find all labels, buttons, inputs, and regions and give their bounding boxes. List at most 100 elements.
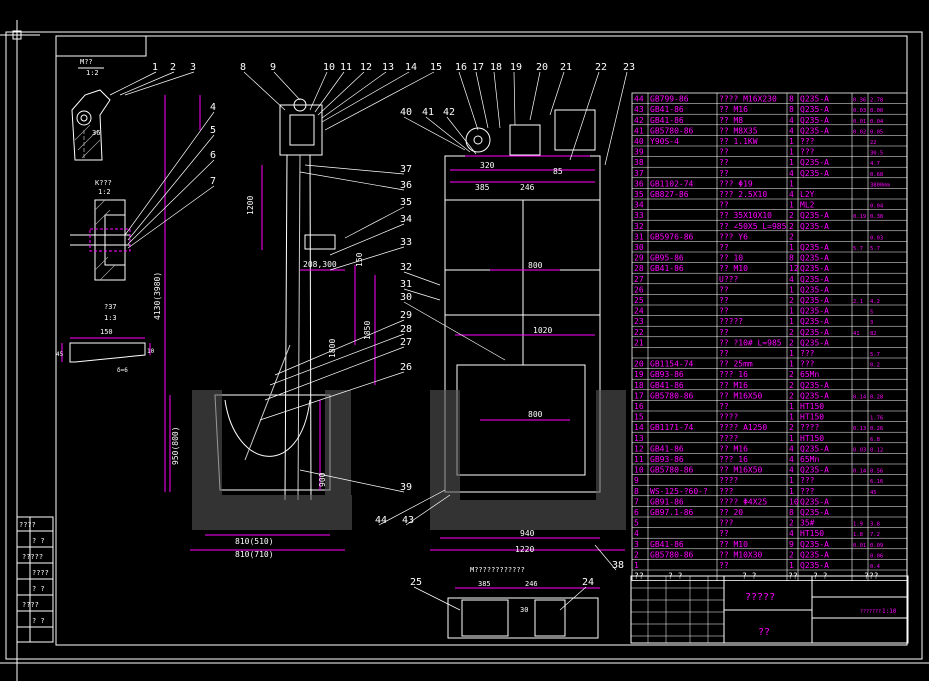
bom-cell: ?? M16: [719, 105, 748, 114]
bom-cell: GB5780-86: [650, 550, 694, 559]
leader-line: [309, 71, 328, 111]
dim-150: 150: [100, 328, 113, 336]
dim-1850: 1850: [363, 321, 372, 340]
bom-cell: GB41-86: [650, 264, 684, 273]
bom-cell: 2: [789, 328, 794, 337]
bom-cell: 1.8: [853, 532, 863, 538]
bom-cell: 1: [789, 413, 794, 422]
bom-cell: ???? A1250: [719, 423, 767, 432]
view-label: M????????????: [470, 566, 525, 574]
leader-lines: [109, 71, 628, 611]
detail-k-highlight: [89, 228, 131, 252]
bom-cell: HT150: [800, 413, 824, 422]
bom-cell: 1: [789, 285, 794, 294]
bom-cell: Q235-A: [800, 296, 829, 305]
leader-line: [259, 371, 405, 421]
part-number-label: 4: [210, 102, 216, 113]
bom-cell: 12: [789, 264, 799, 273]
bom-cell: ?? M16: [719, 381, 748, 390]
leader-line: [329, 223, 405, 256]
bom-cell: ??: [719, 307, 729, 316]
bom-cell: 8: [789, 95, 794, 104]
bom-cell: 2: [789, 381, 794, 390]
bom-cell: 5.7: [870, 246, 880, 252]
bom-cell: ?? M16X50: [719, 466, 763, 475]
detail-view-k: [70, 199, 130, 281]
part-number-label: 20: [536, 62, 548, 73]
bom-cell: Q235-A: [800, 243, 829, 252]
part-number-label: 40: [400, 107, 412, 118]
bom-cell: Q235-A: [800, 561, 829, 570]
bom-cell: 0.04: [870, 119, 884, 125]
bom-cell: 37: [634, 169, 644, 178]
bom-cell: 2: [789, 211, 794, 220]
bom-cell: 7: [634, 497, 639, 506]
bom-cell: 1: [789, 349, 794, 358]
bom-cell: GB41-86: [650, 116, 684, 125]
bom-cell: 14: [634, 423, 644, 432]
part-number-label: 25: [410, 577, 422, 588]
bom-cell: 1.76: [870, 416, 883, 422]
dim-1020: 1020: [533, 326, 552, 335]
bom-cell: 0.2: [870, 363, 880, 369]
bom-cell: 4.7: [870, 161, 880, 167]
part-number-label: 31: [400, 279, 412, 290]
bom-cell: ??: [719, 158, 729, 167]
bom-cell: 45: [870, 490, 877, 496]
detail-view-m-hatch: [74, 124, 101, 159]
bom-cell: 0.56: [870, 469, 883, 475]
dim-810b: 810(710): [235, 550, 274, 559]
leader-line: [274, 319, 405, 376]
part-number-label: 19: [510, 62, 522, 73]
bom-cell: ?? M8X35: [719, 126, 758, 135]
bom-cell: Q235-A: [800, 211, 829, 220]
bom-cell: 5.7: [870, 352, 880, 358]
bom-cell: 2.1: [853, 299, 863, 305]
bom-cell: ??: [719, 169, 729, 178]
bom-cell: 0.14: [853, 394, 867, 400]
bom-cell: 19: [634, 370, 644, 379]
part-number-label: 23: [623, 62, 635, 73]
bom-cell: 2: [789, 338, 794, 347]
title-block-grid: [631, 576, 724, 643]
bom-cell: ??: [719, 285, 729, 294]
bom-cell: Q235-A: [800, 116, 829, 125]
bom-cell: GB95-86: [650, 254, 684, 263]
leader-line: [344, 206, 405, 239]
bom-cell: 2: [789, 550, 794, 559]
bottom-view: [447, 597, 599, 639]
bom-cell: 17: [634, 391, 644, 400]
bom-cell: 0.14: [853, 469, 867, 475]
bom-cell: 0.4: [870, 564, 881, 570]
bom-cell: 2: [634, 550, 639, 559]
bom-cell: 1: [789, 561, 794, 570]
bom-cell: 4: [789, 275, 794, 284]
detail-view-37: [69, 342, 146, 363]
bom-cell: Q235-A: [800, 285, 829, 294]
leader-line: [604, 71, 628, 166]
bom-row: 39??1???30.5: [634, 148, 883, 157]
leader-line: [314, 71, 345, 113]
bom-cell: 42: [634, 116, 644, 125]
bom-row: 9????1???6.16: [634, 476, 883, 485]
part-number-label: 6: [210, 150, 216, 161]
leader-line: [446, 116, 477, 155]
leader-line: [127, 185, 215, 249]
bom-cell: GB97.1-86: [650, 508, 694, 517]
bom-cell: ??: [719, 402, 729, 411]
bom-cell: Q235-A: [800, 328, 829, 337]
bom-cell: 65Mn: [800, 455, 819, 464]
bom-cell: 35#: [800, 519, 815, 528]
bom-cell: 15: [634, 413, 644, 422]
leader-line: [513, 71, 516, 126]
bom-cell: ???: [800, 137, 815, 146]
part-number-label: 12: [360, 62, 372, 73]
